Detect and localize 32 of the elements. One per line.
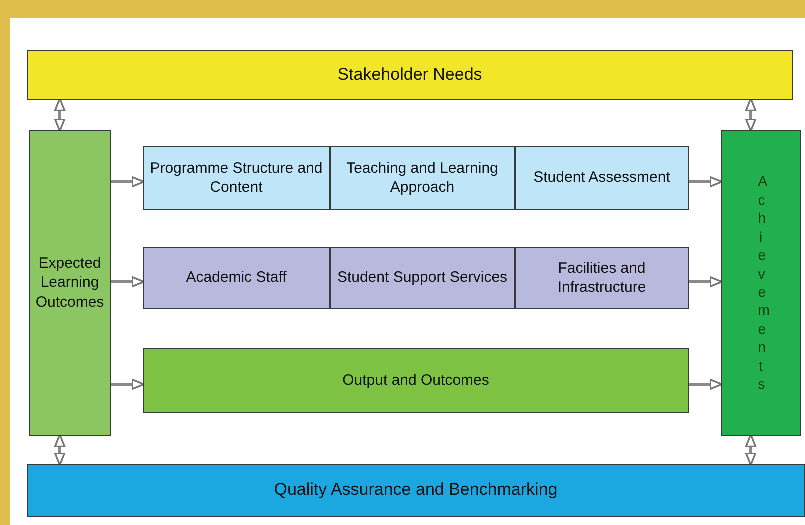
- node-label: Expected Learning Outcomes: [36, 254, 104, 312]
- process-box: [515, 247, 689, 309]
- top-band: [27, 50, 793, 100]
- process-box: [143, 348, 689, 413]
- process-box: [515, 146, 689, 210]
- node-label: Achievements: [757, 172, 774, 394]
- process-box: [330, 146, 515, 210]
- arrow: [111, 276, 146, 288]
- arrow: [54, 434, 66, 466]
- process-box: [143, 247, 330, 309]
- node-label: Output and Outcomes: [342, 370, 490, 390]
- node-label: Facilities and Infrastructure: [556, 258, 648, 298]
- node-label: Programme Structure and Content: [150, 158, 323, 198]
- arrow: [54, 98, 66, 132]
- node-label: Teaching and Learning Approach: [346, 158, 500, 198]
- arrow: [745, 98, 757, 132]
- side-column-box: [29, 130, 111, 436]
- node-label: Student Support Services: [337, 268, 508, 288]
- process-box: [143, 146, 330, 210]
- arrow: [689, 378, 724, 390]
- arrow: [689, 276, 724, 288]
- side-column-box: [721, 130, 801, 436]
- node-label: Student Assessment: [534, 168, 670, 188]
- arrow: [745, 434, 757, 466]
- node-label: Academic Staff: [186, 268, 287, 288]
- process-box: [330, 247, 515, 309]
- node-label: Quality Assurance and Benchmarking: [274, 479, 558, 502]
- bottom-band: [27, 464, 805, 517]
- arrow: [689, 176, 724, 188]
- node-label: Stakeholder Needs: [338, 64, 482, 86]
- arrow: [111, 176, 146, 188]
- arrow: [111, 378, 146, 390]
